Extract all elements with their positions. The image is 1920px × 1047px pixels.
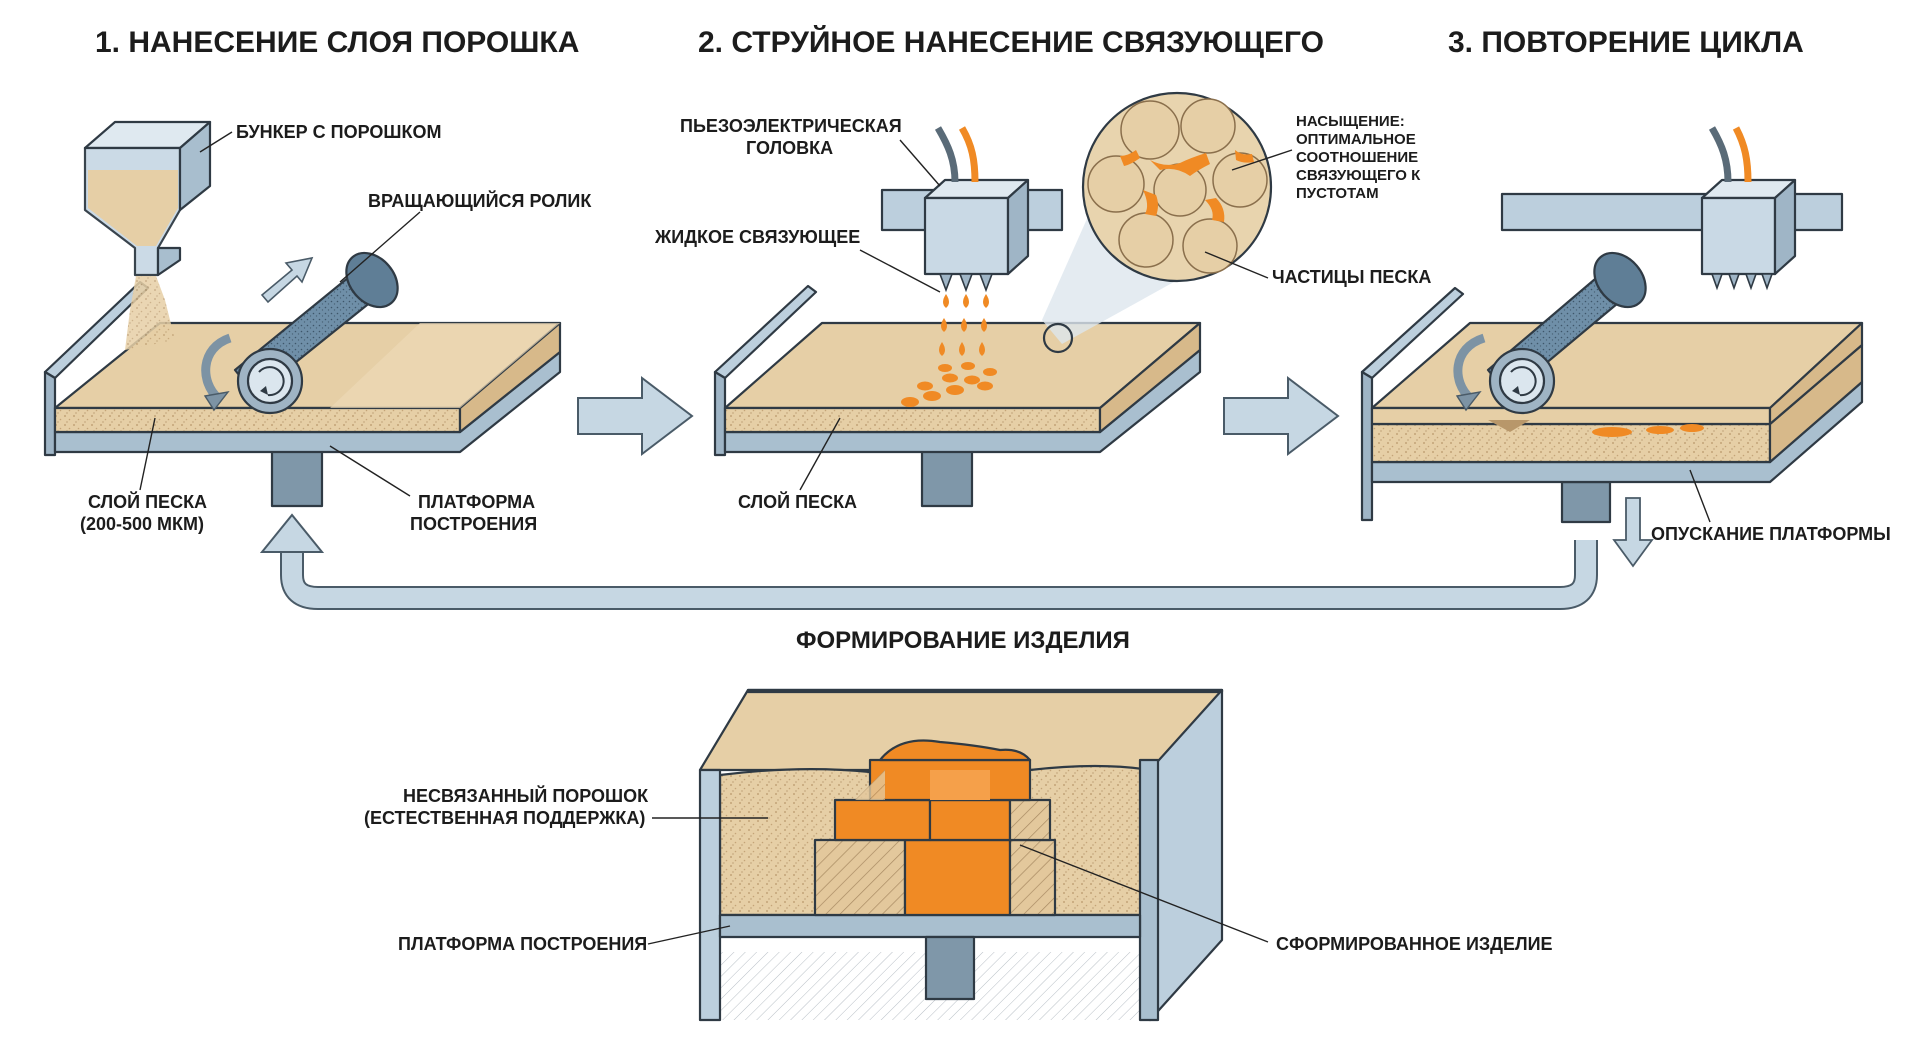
sand-particles-zoom <box>1087 98 1268 274</box>
new-sand-front <box>1370 406 1772 426</box>
unbound-label-line2: (ЕСТЕСТВЕННАЯ ПОДДЕРЖКА) <box>364 808 645 828</box>
flow-arrow-2-to-3 <box>1223 375 1340 457</box>
rotation-arrow <box>201 333 232 402</box>
unbound-label-line1: НЕСВЯЗАННЫЙ ПОРОШОК <box>403 785 649 806</box>
return-loop-arrow-fill <box>282 540 1596 608</box>
forming-platform-label: ПЛАТФОРМА ПОСТРОЕНИЯ <box>398 934 647 954</box>
print-head <box>923 196 1010 276</box>
saturation-label-5: ПУСТОТАМ <box>1296 185 1379 202</box>
head-label-line1: ПЬЕЗОЭЛЕКТРИЧЕСКАЯ <box>680 116 902 136</box>
rotation-arrow-3 <box>1453 333 1486 402</box>
roller-3 <box>1486 251 1647 415</box>
step-2-title: 2. СТРУЙНОЕ НАНЕСЕНИЕ СВЯЗУЮЩЕГО <box>698 25 1324 59</box>
sand-layer-label-line2: (200-500 МКМ) <box>80 514 204 534</box>
roller <box>233 251 399 415</box>
head-cable-grey <box>934 126 959 183</box>
flow-arrow-1-to-2 <box>577 375 694 457</box>
sand-layer-side-2 <box>1098 321 1202 434</box>
platform-label-line1: ПЛАТФОРМА <box>418 492 535 512</box>
step-1-scene: БУНКЕР С ПОРОШКОМ ВРАЩАЮЩИЙСЯ РОЛИК СЛОЙ… <box>43 120 592 534</box>
sand-layer-front-2 <box>723 406 1102 434</box>
formed-part <box>813 739 1057 917</box>
sand-layer-side <box>458 321 562 434</box>
step-3-scene: ОПУСКАНИЕ ПЛАТФОРМЫ <box>1360 126 1891 568</box>
box-left-wall <box>698 768 722 1022</box>
binder-label: ЖИДКОЕ СВЯЗУЮЩЕЕ <box>654 227 860 247</box>
binder-droplets <box>939 294 989 356</box>
sand-layer-label-line1: СЛОЙ ПЕСКА <box>88 491 207 512</box>
print-head-3 <box>1700 196 1777 276</box>
hopper-powder <box>88 170 178 246</box>
lowering-label: ОПУСКАНИЕ ПЛАТФОРМЫ <box>1651 524 1891 544</box>
spread-edge <box>330 323 560 408</box>
return-loop-arrowhead <box>259 513 325 553</box>
hopper-side <box>178 120 212 212</box>
head-cable-grey-3 <box>1708 126 1732 183</box>
head-cable-orange-3 <box>1732 126 1752 183</box>
head-nozzles-3 <box>1710 273 1774 291</box>
lowering-arrow <box>1612 497 1654 568</box>
part-label: СФОРМИРОВАННОЕ ИЗДЕЛИЕ <box>1276 934 1553 954</box>
head-side-3 <box>1773 178 1797 276</box>
forming-pedestal <box>924 935 976 1001</box>
left-wall-3 <box>1360 370 1374 522</box>
saturation-label-3: СООТНОШЕНИЕ <box>1296 149 1418 166</box>
platform-pedestal-2 <box>920 446 974 508</box>
roller-label: ВРАЩАЮЩИЙСЯ РОЛИК <box>368 190 592 211</box>
box-back-wall <box>746 688 1224 694</box>
forming-title: ФОРМИРОВАНИЕ ИЗДЕЛИЯ <box>796 627 1130 654</box>
step-1-title: 1. НАНЕСЕНИЕ СЛОЯ ПОРОШКА <box>95 26 579 59</box>
forming-scene: НЕСВЯЗАННЫЙ ПОРОШОК (ЕСТЕСТВЕННАЯ ПОДДЕР… <box>364 688 1553 1022</box>
forming-platform <box>718 913 1142 939</box>
sand-wedge <box>1488 420 1530 432</box>
particles-label: ЧАСТИЦЫ ПЕСКА <box>1272 267 1431 287</box>
step-3-title: 3. ПОВТОРЕНИЕ ЦИКЛА <box>1448 26 1804 59</box>
head-side <box>1006 178 1030 276</box>
step-2-scene: ПЬЕЗОЭЛЕКТРИЧЕСКАЯ ГОЛОВКА ЖИДКОЕ СВЯЗУЮ… <box>654 91 1431 512</box>
platform-pedestal <box>270 446 324 508</box>
roller-direction-arrow <box>260 256 314 304</box>
lower-sand-front <box>1370 422 1772 464</box>
falling-powder <box>125 276 175 350</box>
box-right-wall <box>1138 758 1160 1022</box>
hopper-label: БУНКЕР С ПОРОШКОМ <box>236 122 441 142</box>
binder-spots-3 <box>1592 424 1704 437</box>
left-wall-2 <box>713 370 727 457</box>
binder-spots <box>901 362 997 407</box>
magnifier-spot <box>1042 322 1074 354</box>
head-cable-orange <box>958 126 979 183</box>
platform-label-line2: ПОСТРОЕНИЯ <box>410 514 537 534</box>
left-wall <box>43 370 57 457</box>
head-nozzles <box>938 273 994 293</box>
saturation-label-4: СВЯЗУЮЩЕГО К <box>1296 167 1421 184</box>
new-sand-side <box>1768 321 1864 426</box>
rotation-arrowhead-3 <box>1455 391 1482 412</box>
saturation-label-1: НАСЫЩЕНИЕ: <box>1296 113 1405 130</box>
saturation-label-2: ОПТИМАЛЬНОЕ <box>1296 131 1416 148</box>
rotation-arrowhead <box>203 391 230 412</box>
hopper-spout <box>156 246 182 277</box>
head-label-line2: ГОЛОВКА <box>746 138 833 158</box>
sand-layer-label-2: СЛОЙ ПЕСКА <box>738 491 857 512</box>
platform-pedestal-3 <box>1560 480 1612 524</box>
